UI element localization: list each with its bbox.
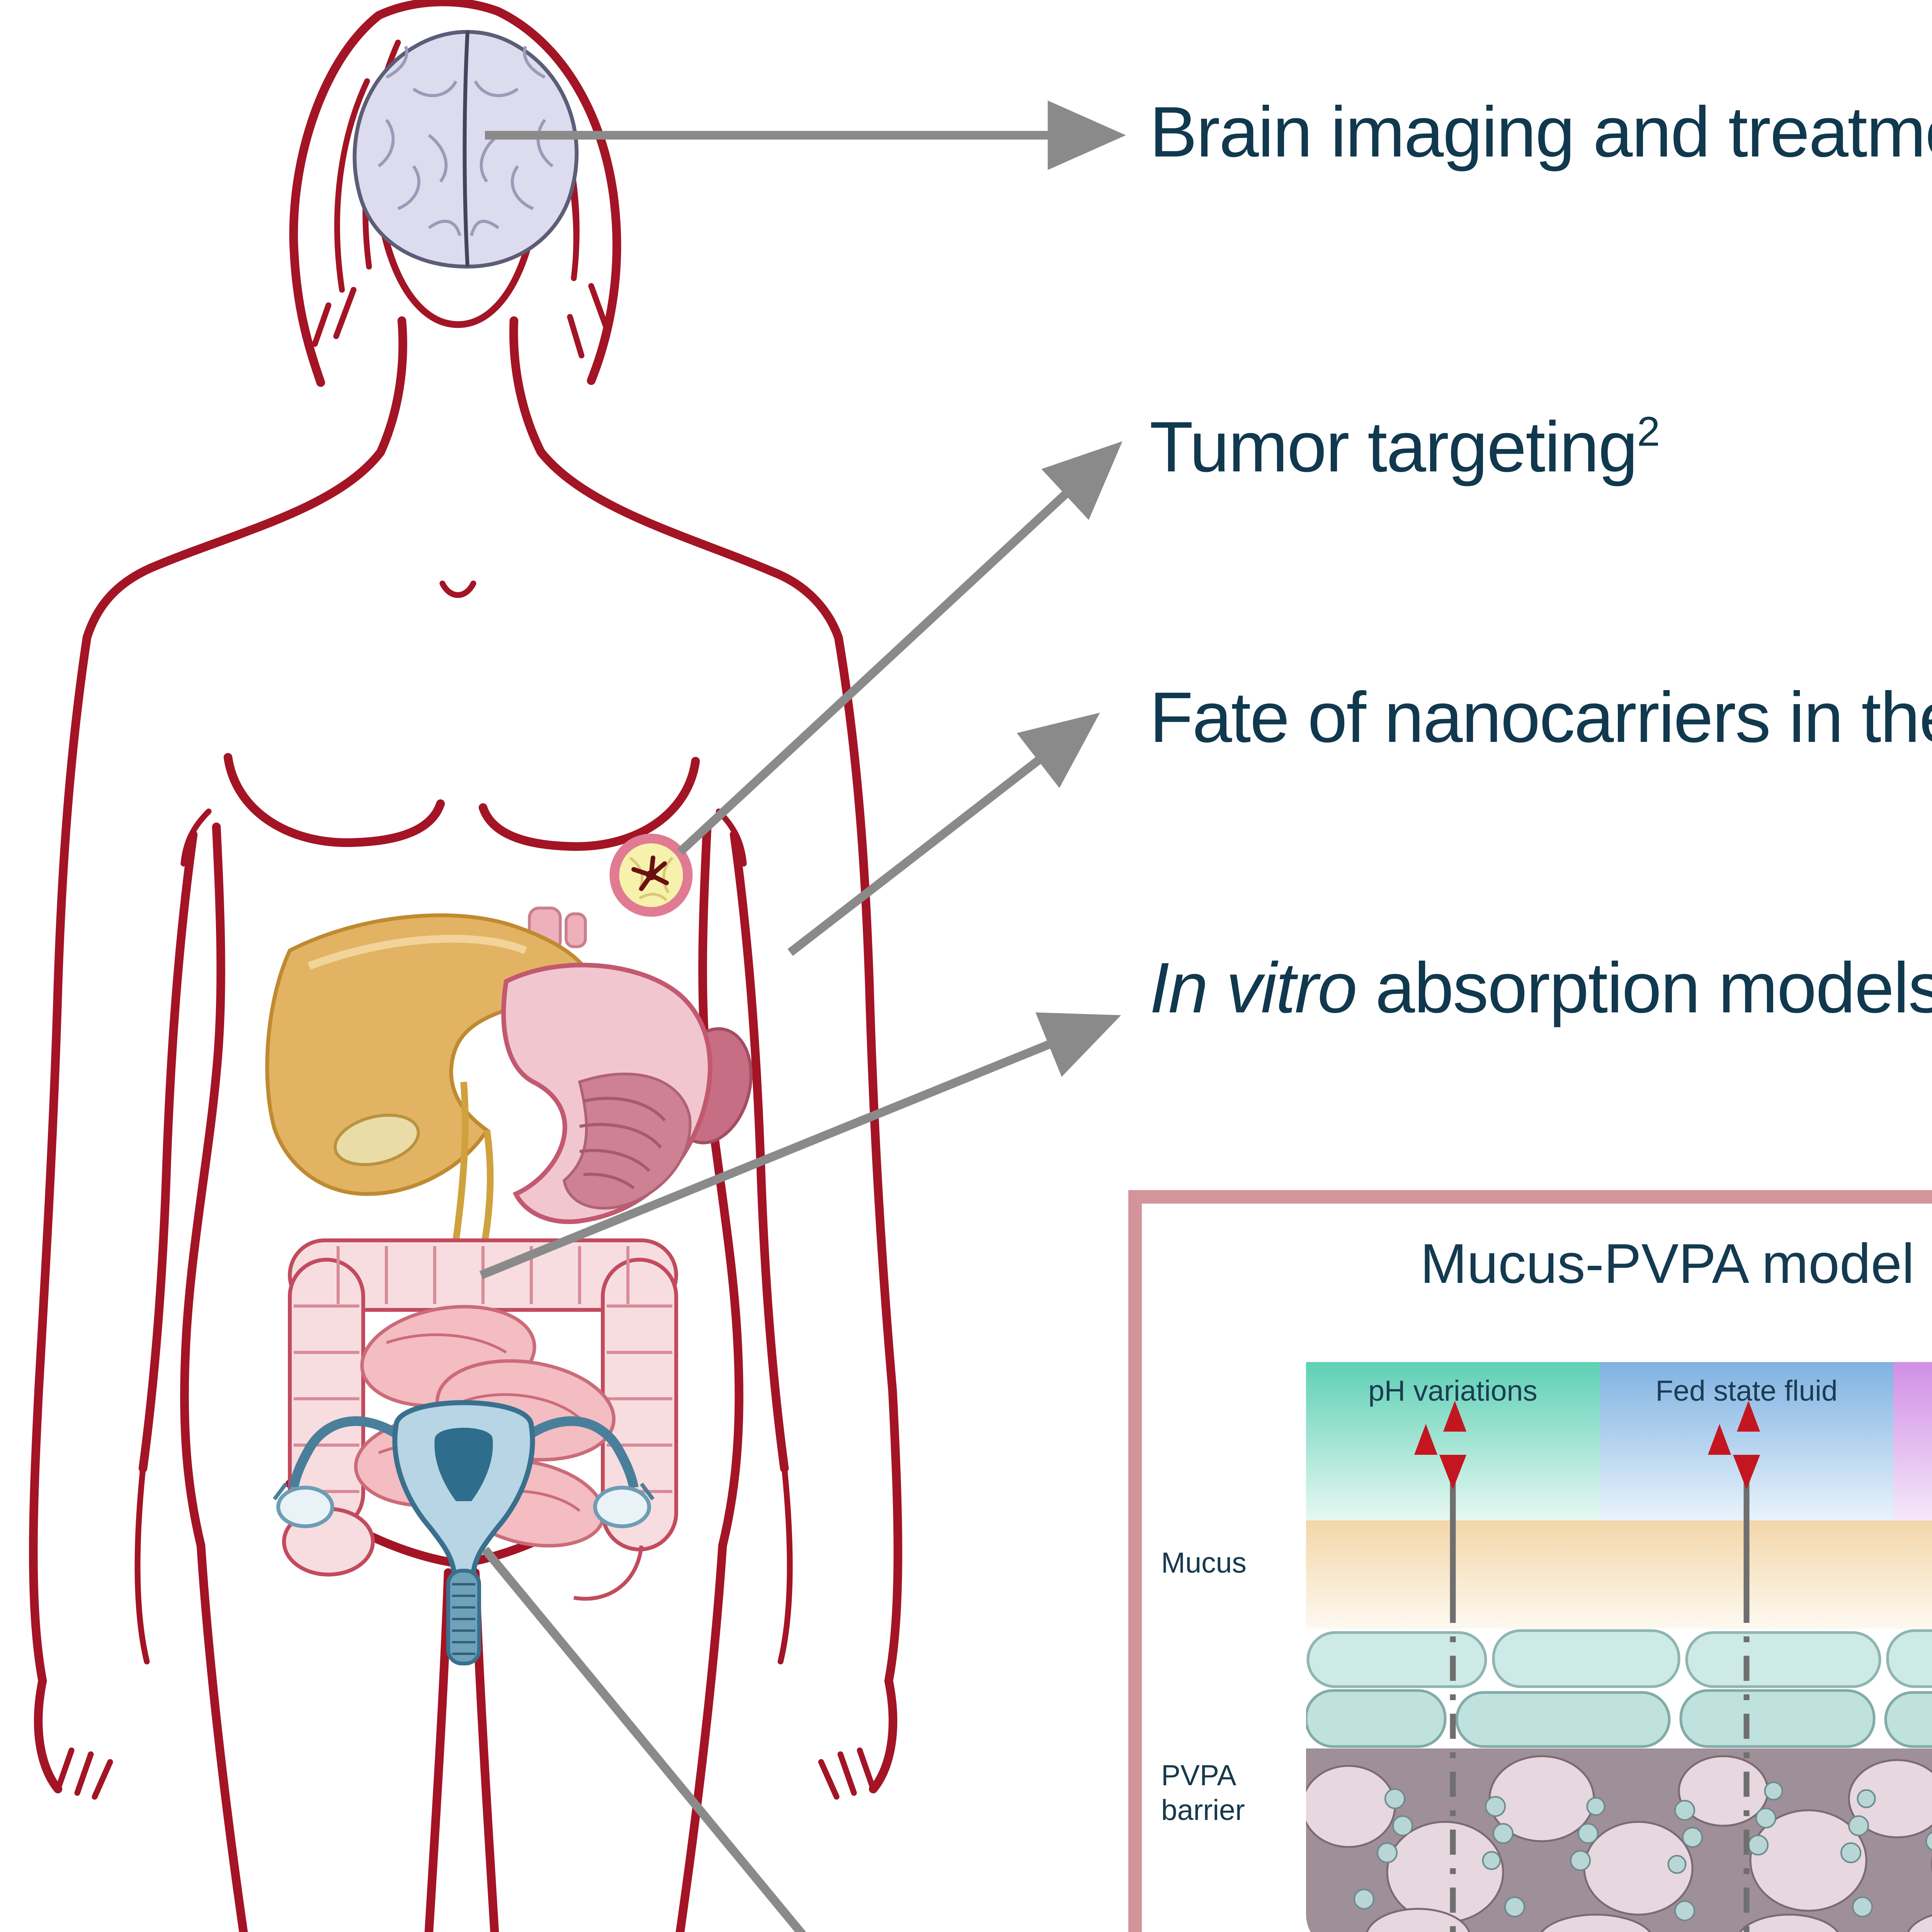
permeation-arrows [1414,1401,1760,1932]
inset-title: Mucus-PVPA model [1420,1235,1915,1296]
arrow-tumor [677,441,1122,855]
uterus-icon [273,1400,655,1665]
pvpa-barrier-label: PVPA barrier [1161,1760,1245,1828]
body-illustration [29,0,902,1932]
stomach-icon [501,963,753,1224]
label-invitro-absorption: In vitro absorption models4 [1150,949,1932,1028]
mucus-layer [1306,1520,1932,1629]
column-fasted-state-fluid: Fasted state fluid [1893,1362,1932,1520]
label-tumor-targeting: Tumor targeting2 [1150,408,1660,487]
drug-triangles [1414,1401,1760,1490]
label-brain-imaging: Brain imaging and treatment1 [1150,93,1932,172]
mucus-cells-layer [1306,1629,1932,1748]
tumor-icon [609,833,693,917]
arrow-invitro [479,1012,1121,1279]
mucus-label: Mucus [1161,1548,1247,1580]
arrow-fate [787,713,1100,956]
mucus-pvpa-inset-box: Mucus-PVPA model pH variations Fed state… [1128,1190,1932,1932]
brain-icon [352,30,579,269]
label-fate-of-nanocarriers: Fate of nanocarriers in the body3 [1150,678,1932,757]
arrow-vaginal [481,1546,806,1932]
pvpa-barrier-layer [1306,1748,1932,1932]
